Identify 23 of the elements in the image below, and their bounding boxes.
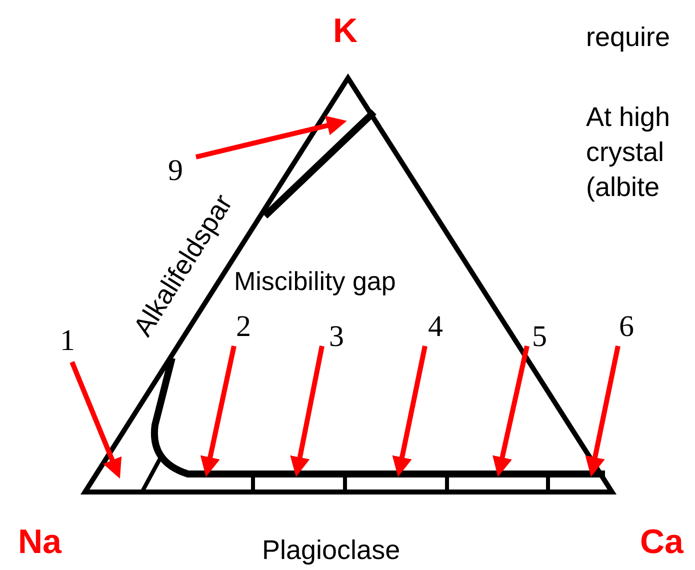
arrow: [70, 361, 122, 479]
arrow: [492, 345, 530, 477]
note-text: (albite: [586, 174, 660, 201]
axis-label: Plagioclase: [262, 537, 400, 564]
callout-number: 2: [236, 312, 251, 342]
note-text: At high: [586, 104, 670, 131]
arrow: [392, 346, 428, 477]
arrow: [200, 345, 236, 477]
vertex-label: K: [333, 14, 358, 48]
vertex-label: Ca: [640, 525, 684, 559]
callout-number: 5: [532, 322, 547, 352]
region-label: Miscibility gap: [234, 268, 396, 294]
callout-number: 3: [329, 322, 344, 352]
arrow: [195, 116, 347, 160]
callout-number: 9: [168, 156, 183, 186]
callout-number: 6: [619, 312, 634, 342]
arrow: [585, 346, 620, 477]
callout-number: 1: [60, 326, 75, 356]
note-text: crystal: [586, 139, 664, 166]
note-text: require: [586, 24, 670, 51]
vertex-label: Na: [18, 525, 62, 559]
arrow: [290, 346, 324, 477]
callout-number: 4: [428, 312, 443, 342]
